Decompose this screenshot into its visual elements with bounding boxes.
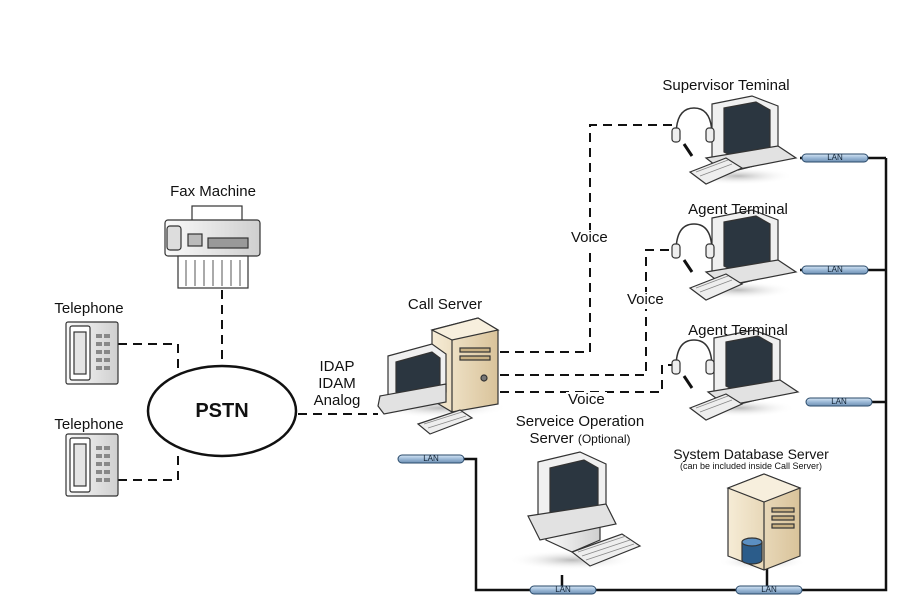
fax-machine-label: Fax Machine xyxy=(170,183,256,200)
lan-connector-db-server xyxy=(735,585,803,595)
voice-connections xyxy=(500,124,676,393)
supervisor-terminal-label: Supervisor Teminal xyxy=(662,77,790,94)
lan-tag-service-server: LAN xyxy=(555,585,571,594)
protocol-analog-label: Analog xyxy=(313,392,361,409)
service-server-optional-label: (Optional) xyxy=(577,432,631,446)
protocol-idam-label: IDAM xyxy=(318,375,356,392)
service-server-label-server: Server xyxy=(529,430,574,447)
voice-label-2: Voice xyxy=(625,291,666,309)
agent-terminal-2-label: Agent Terminal xyxy=(688,322,788,339)
db-server-note: (can be included inside Call Server) xyxy=(679,461,823,471)
voice-label-3: Voice xyxy=(566,391,607,409)
lan-connectors xyxy=(397,153,873,595)
lan-connector-service-server xyxy=(529,585,597,595)
voice-line-agent-1 xyxy=(500,249,672,376)
lan-connector-supervisor xyxy=(801,153,869,163)
voice-line-agent-2 xyxy=(500,364,676,393)
telephone-top-label: Telephone xyxy=(54,300,124,317)
service-server-label-line2: Server (Optional) xyxy=(529,430,631,448)
lan-tag-call-server: LAN xyxy=(423,454,439,463)
protocol-idap-label: IDAP xyxy=(319,358,355,375)
pstn-connections xyxy=(118,290,378,481)
telephone-top-to-pstn-line xyxy=(118,343,179,370)
pstn-label: PSTN xyxy=(195,400,249,422)
lan-connector-agent-2 xyxy=(805,397,873,407)
lan-tag-supervisor: LAN xyxy=(827,153,843,162)
agent-terminal-2-icon xyxy=(671,329,800,421)
pstn-cloud xyxy=(146,364,298,458)
service-operation-server-icon xyxy=(508,451,642,570)
telephone-bottom-label: Telephone xyxy=(54,416,124,433)
agent-terminal-1-label: Agent Terminal xyxy=(688,201,788,218)
service-server-label-line1: Serveice Operation xyxy=(515,413,645,430)
telephone-bottom-to-pstn-line xyxy=(118,452,179,481)
voice-label-1: Voice xyxy=(569,229,610,247)
fax-machine-icon xyxy=(164,205,261,289)
lan-connector-agent-1 xyxy=(801,265,869,275)
system-database-server-icon xyxy=(718,473,806,571)
supervisor-terminal-icon xyxy=(671,95,798,185)
lan-tag-db-server: LAN xyxy=(761,585,777,594)
db-server-label: System Database Server xyxy=(673,446,829,462)
call-server-icon xyxy=(372,317,508,435)
lan-tag-agent-2: LAN xyxy=(831,397,847,406)
call-server-label: Call Server xyxy=(407,296,483,313)
lan-connector-call-server xyxy=(397,454,465,464)
telephone-bottom-icon xyxy=(65,433,119,497)
lan-tag-agent-1: LAN xyxy=(827,265,843,274)
telephone-top-icon xyxy=(65,321,119,385)
agent-terminal-1-icon xyxy=(671,209,798,301)
